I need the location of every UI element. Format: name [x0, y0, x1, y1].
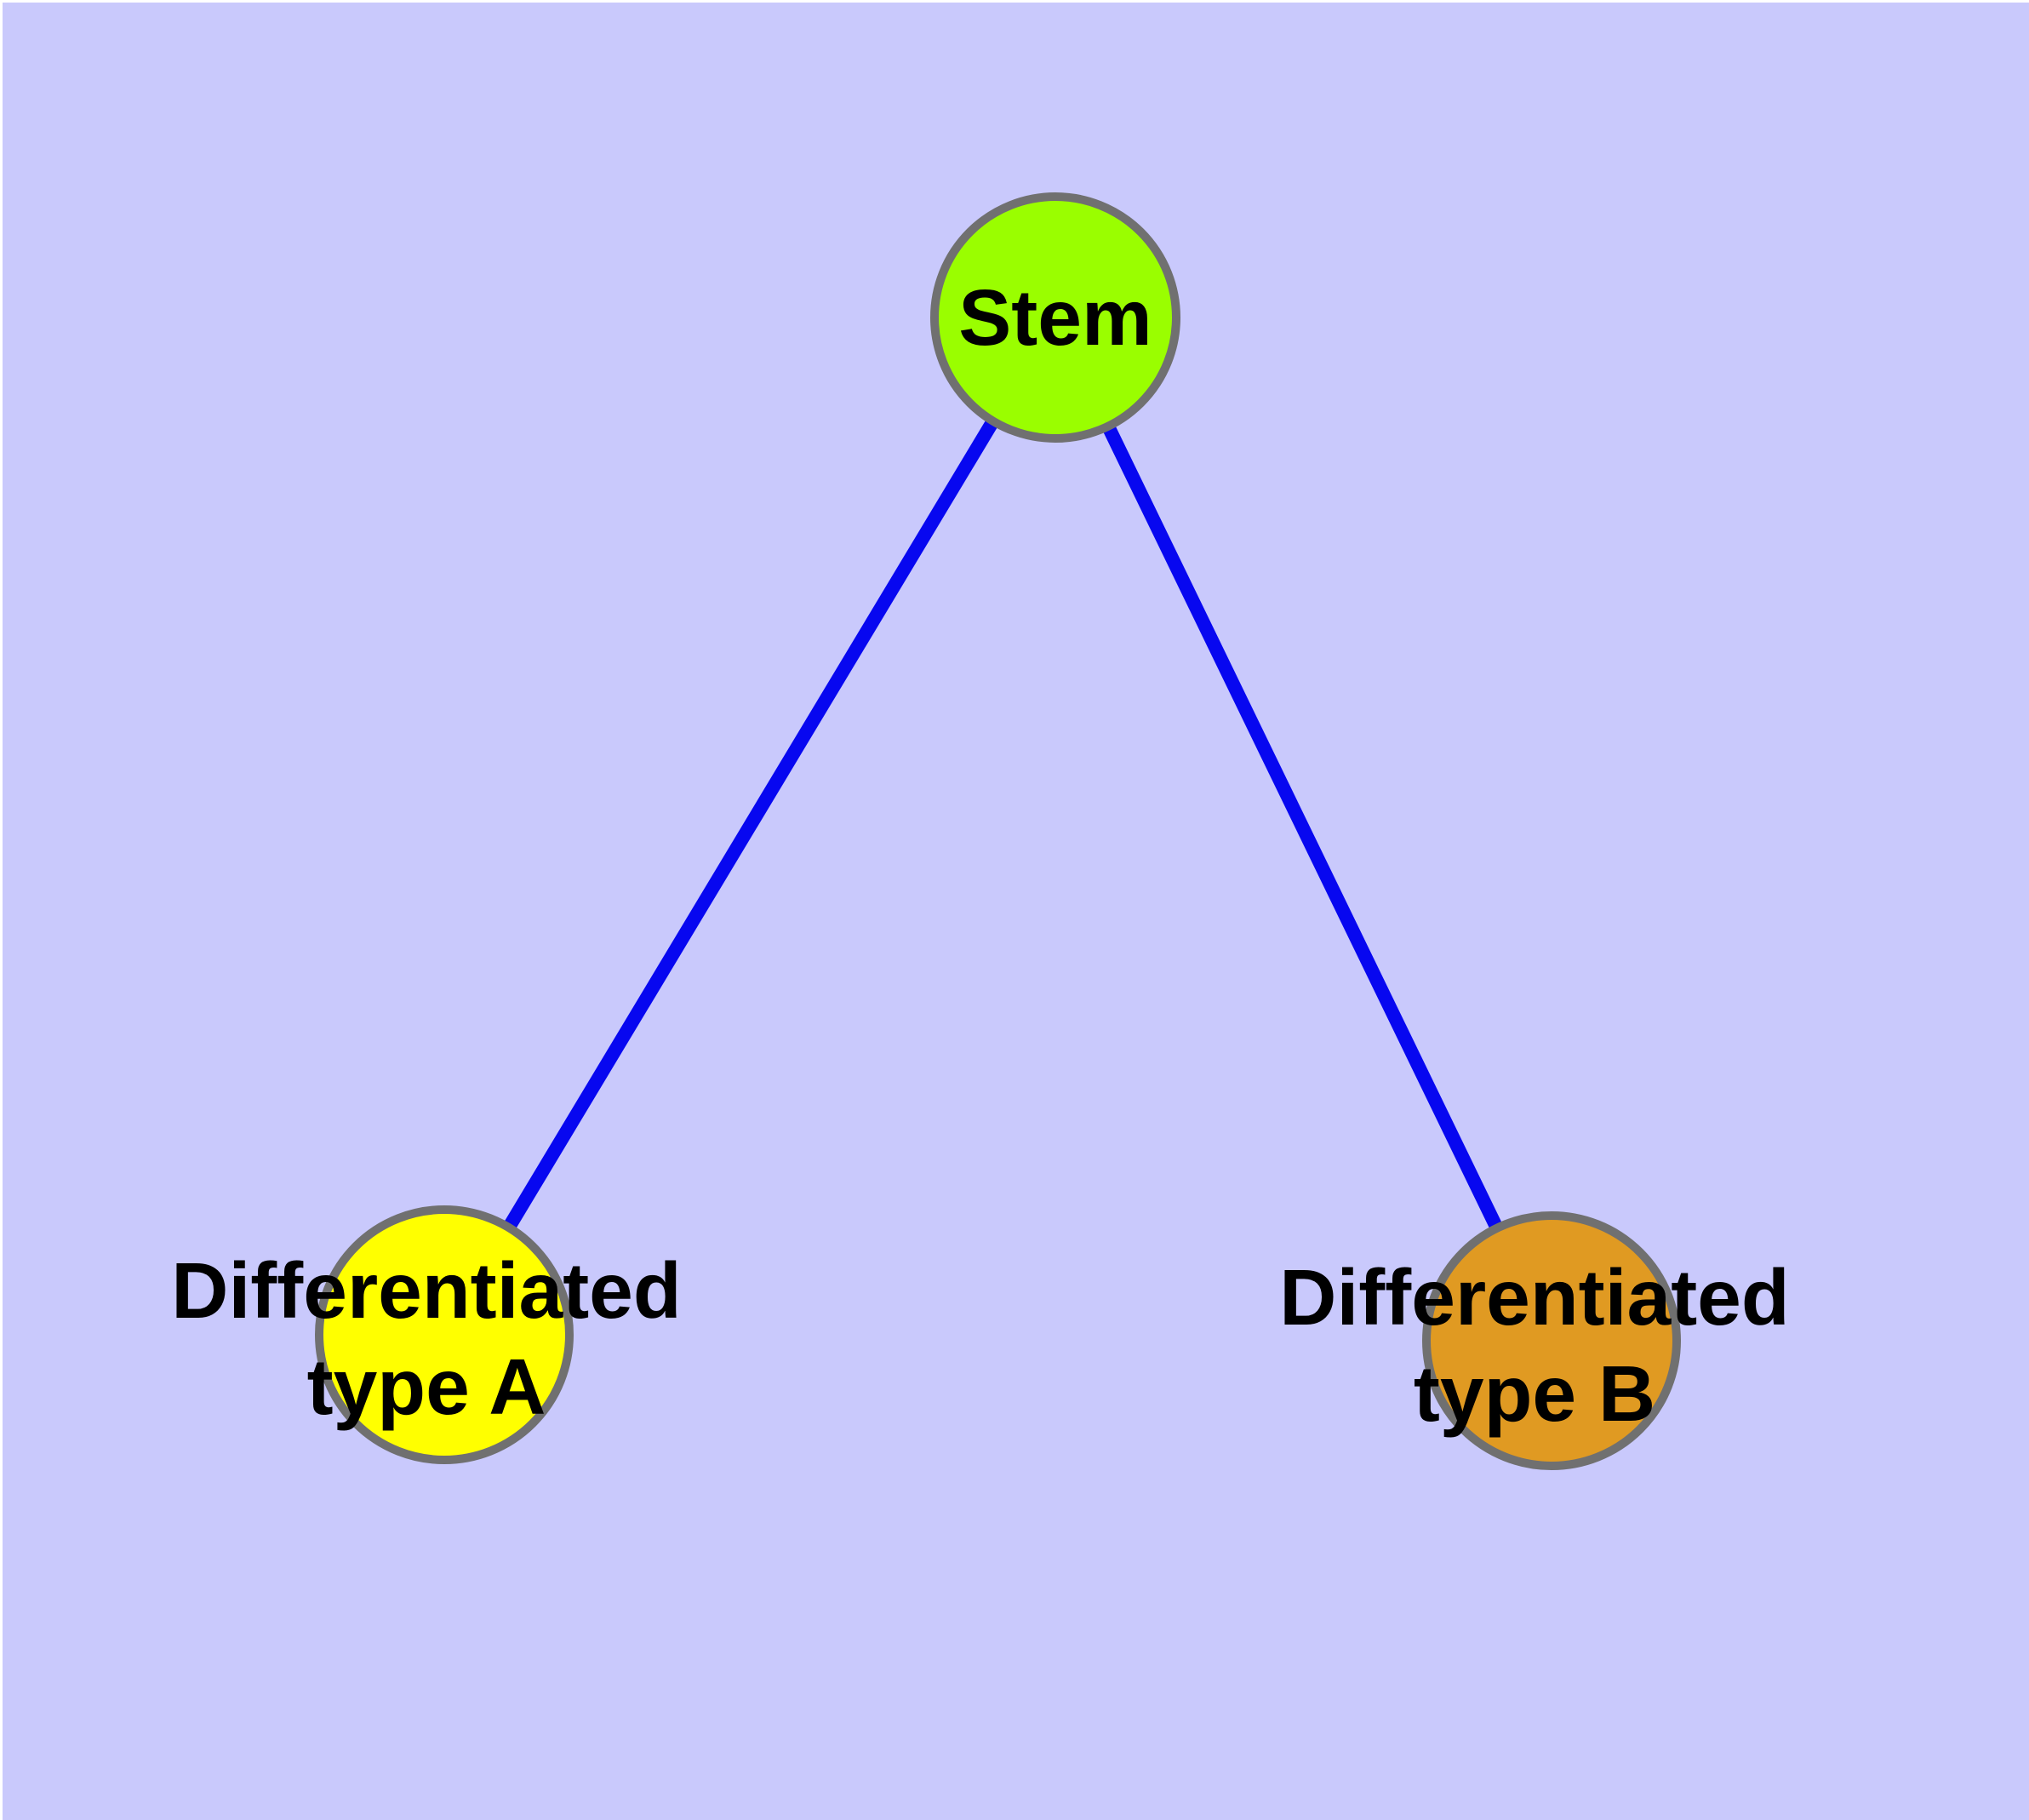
node-type-b-label: Differentiated type B — [1279, 1250, 1789, 1442]
diagram-canvas: Stem Differentiated type A Differentiate… — [3, 3, 2029, 1820]
node-type-a-label-line1: Differentiated — [171, 1246, 682, 1335]
node-type-b — [1422, 1211, 1681, 1470]
node-stem: Stem — [930, 192, 1180, 443]
edge-stem-to-type-a — [438, 313, 1061, 1339]
node-type-b-label-line1: Differentiated — [1279, 1253, 1790, 1342]
node-type-b-label-line2: type B — [1413, 1349, 1656, 1438]
node-type-a-label-line2: type A — [306, 1342, 546, 1431]
node-stem-label: Stem — [958, 272, 1152, 362]
edges-layer — [438, 313, 1558, 1344]
edge-stem-to-type-b — [1049, 314, 1558, 1344]
node-type-a — [315, 1205, 574, 1464]
node-type-a-label: Differentiated type A — [171, 1243, 681, 1435]
